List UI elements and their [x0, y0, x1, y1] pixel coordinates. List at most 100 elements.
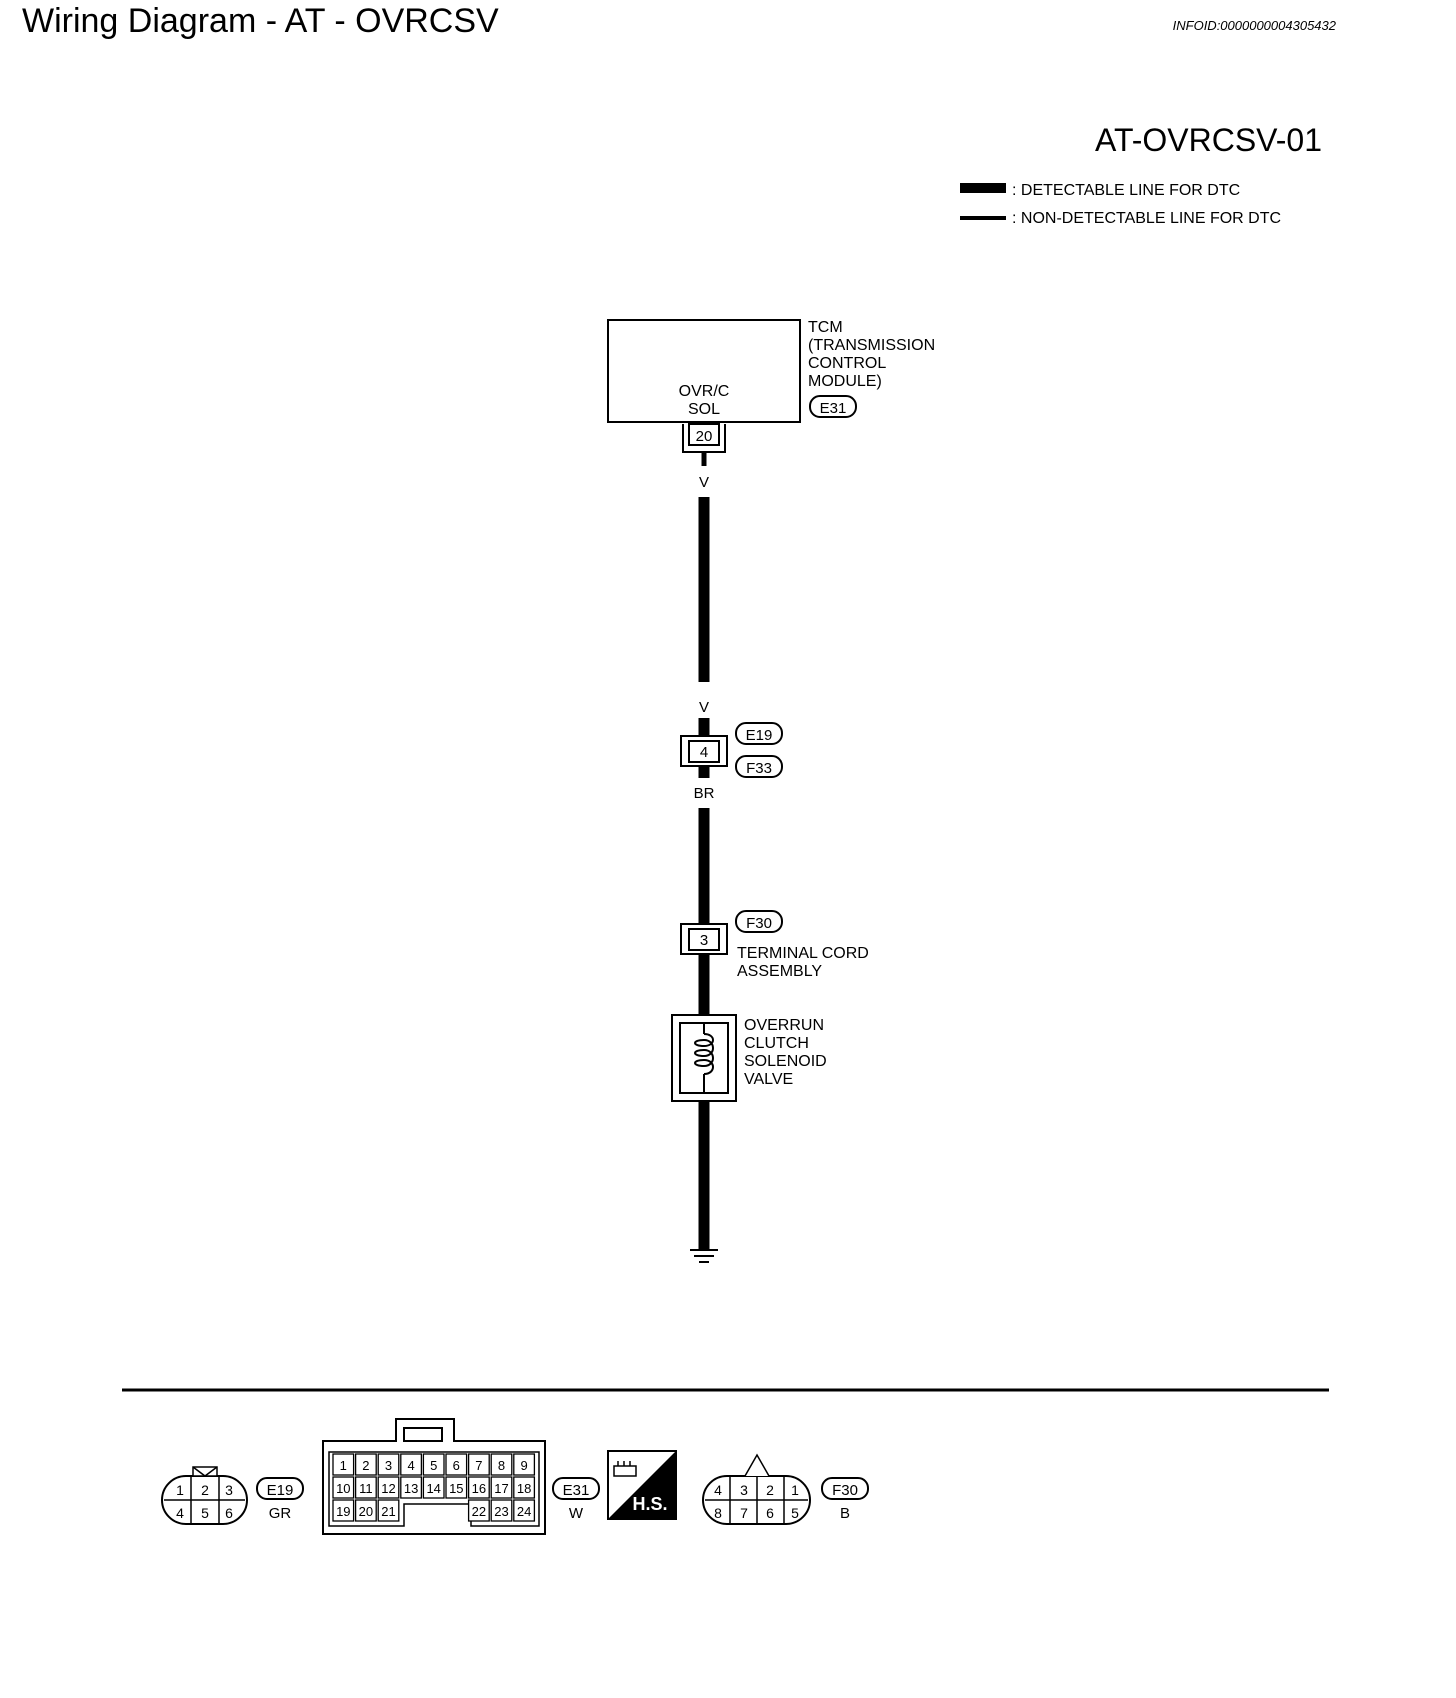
e31-pin-18: 18 [517, 1481, 531, 1496]
e31-pin-11: 11 [359, 1481, 373, 1496]
e31-pin-cell [490, 1453, 513, 1476]
e31-pin-13: 13 [404, 1481, 418, 1496]
e19-pin-5: 5 [201, 1505, 209, 1521]
f30-pin-2: 2 [766, 1482, 774, 1498]
joint-connector-label-a: E19 [746, 727, 773, 744]
hand-connector-icon [613, 1461, 637, 1477]
connector-e19-color: GR [269, 1505, 292, 1522]
joint-connector-pin-box [688, 740, 720, 763]
wire-color-top-lower: V [699, 699, 709, 716]
solenoid-name-line-1: OVERRUN [744, 1017, 824, 1034]
e31-pin-cell [377, 1499, 400, 1522]
e31-pin-10: 10 [336, 1481, 350, 1496]
e31-pin-cell [513, 1453, 536, 1476]
legend-detectable-swatch [960, 183, 1006, 193]
e31-pin-cell [377, 1476, 400, 1499]
legend-non-detectable-swatch [960, 216, 1006, 220]
legend-detectable-label: : DETECTABLE LINE FOR DTC [1012, 182, 1240, 199]
hs-badge: H.S. [607, 1450, 677, 1520]
ground-icon [690, 1249, 718, 1263]
f30-pin-1: 1 [791, 1482, 799, 1498]
f30-pin-3: 3 [740, 1482, 748, 1498]
e31-pin-16: 16 [472, 1481, 486, 1496]
e31-pin-15: 15 [449, 1481, 463, 1496]
connector-face-f30: 4 3 2 1 8 7 6 5 F30 B [702, 1453, 869, 1525]
f30-pin-4: 4 [714, 1482, 722, 1498]
tcm-name-line-1: TCM [808, 319, 843, 336]
e31-pin-cell [445, 1476, 468, 1499]
e31-pin-23: 23 [494, 1504, 508, 1519]
connector-e19-id: E19 [267, 1482, 294, 1499]
wire-color-mid: BR [694, 785, 715, 802]
e31-pin-cell [467, 1476, 490, 1499]
e19-pin-4: 4 [176, 1505, 184, 1521]
e31-pin-4: 4 [407, 1458, 414, 1473]
e31-pin-19: 19 [336, 1504, 350, 1519]
joint-connector-badge-a [735, 722, 783, 745]
e31-pin-cell [332, 1453, 355, 1476]
solenoid-name-line-3: SOLENOID [744, 1053, 827, 1070]
tcm-name-line-2: (TRANSMISSION [808, 337, 935, 354]
e31-pin-cell [377, 1453, 400, 1476]
f30-pin-5: 5 [791, 1505, 799, 1521]
joint-connector-pin: 4 [700, 744, 708, 761]
e31-pin-cell [332, 1476, 355, 1499]
e31-pin-cell [422, 1453, 445, 1476]
e31-pin-7: 7 [475, 1458, 482, 1473]
diagram-code: AT-OVRCSV-01 [1095, 122, 1322, 158]
e31-pin-17: 17 [494, 1481, 508, 1496]
e31-pin-12: 12 [381, 1481, 395, 1496]
tcm-connector-label: E31 [820, 400, 847, 417]
tcm-component: OVR/C SOL TCM (TRANSMISSION CONTROL MODU… [607, 319, 935, 453]
e31-pin-14: 14 [426, 1481, 440, 1496]
connector-f30-id: F30 [832, 1482, 858, 1499]
e31-pin-22: 22 [472, 1504, 486, 1519]
terminal-cord-connector-label: F30 [746, 915, 772, 932]
e19-pin-3: 3 [225, 1482, 233, 1498]
connector-f30-badge [821, 1477, 869, 1500]
joint-connector: 4 E19 F33 [680, 722, 783, 778]
e31-pin-2: 2 [362, 1458, 369, 1473]
f30-pin-8: 8 [714, 1505, 722, 1521]
e31-pin-cell [400, 1453, 423, 1476]
connector-f30-key [744, 1453, 770, 1477]
e31-pin-cell [490, 1499, 513, 1522]
connector-face-e19: 1 2 3 4 5 6 E19 GR [161, 1466, 304, 1525]
e31-pin-cell [354, 1476, 377, 1499]
e31-pin-cell [490, 1476, 513, 1499]
coil-icon [694, 1033, 714, 1075]
e31-pin-6: 6 [453, 1458, 460, 1473]
tcm-connector-badge [809, 395, 857, 418]
wire-color-top: V [699, 474, 709, 491]
e31-pin-20: 20 [359, 1504, 373, 1519]
connector-e31-badge [552, 1477, 600, 1500]
e31-pin-cell [422, 1476, 445, 1499]
tcm-terminal-label-line-2: SOL [688, 401, 720, 418]
page-title: Wiring Diagram - AT - OVRCSV [22, 2, 499, 40]
terminal-cord-name-line-1: TERMINAL CORD [737, 945, 869, 962]
tcm-box [607, 319, 801, 423]
terminal-cord-pin: 3 [700, 932, 708, 949]
e31-pin-cell [354, 1499, 377, 1522]
tcm-name-line-3: CONTROL [808, 355, 886, 372]
joint-connector-label-b: F33 [746, 760, 772, 777]
e31-pin-cell [400, 1476, 423, 1499]
e31-pin-8: 8 [498, 1458, 505, 1473]
tcm-terminal-label-line-1: OVR/C [679, 383, 730, 400]
connector-e31-color: W [569, 1505, 584, 1522]
solenoid-component: OVERRUN CLUTCH SOLENOID VALVE [671, 1014, 827, 1102]
e31-pin-cell [332, 1499, 355, 1522]
terminal-cord-pin-box [688, 928, 720, 951]
solenoid-name-line-2: CLUTCH [744, 1035, 809, 1052]
info-id: INFOID:0000000004305432 [1172, 18, 1336, 33]
e19-pin-2: 2 [201, 1482, 209, 1498]
e31-pin-24: 24 [517, 1504, 531, 1519]
tcm-pin-number: 20 [696, 428, 713, 445]
e19-pin-1: 1 [176, 1482, 184, 1498]
terminal-cord-name-line-2: ASSEMBLY [737, 963, 822, 980]
e31-pin-cell [513, 1499, 536, 1522]
f30-pin-7: 7 [740, 1505, 748, 1521]
